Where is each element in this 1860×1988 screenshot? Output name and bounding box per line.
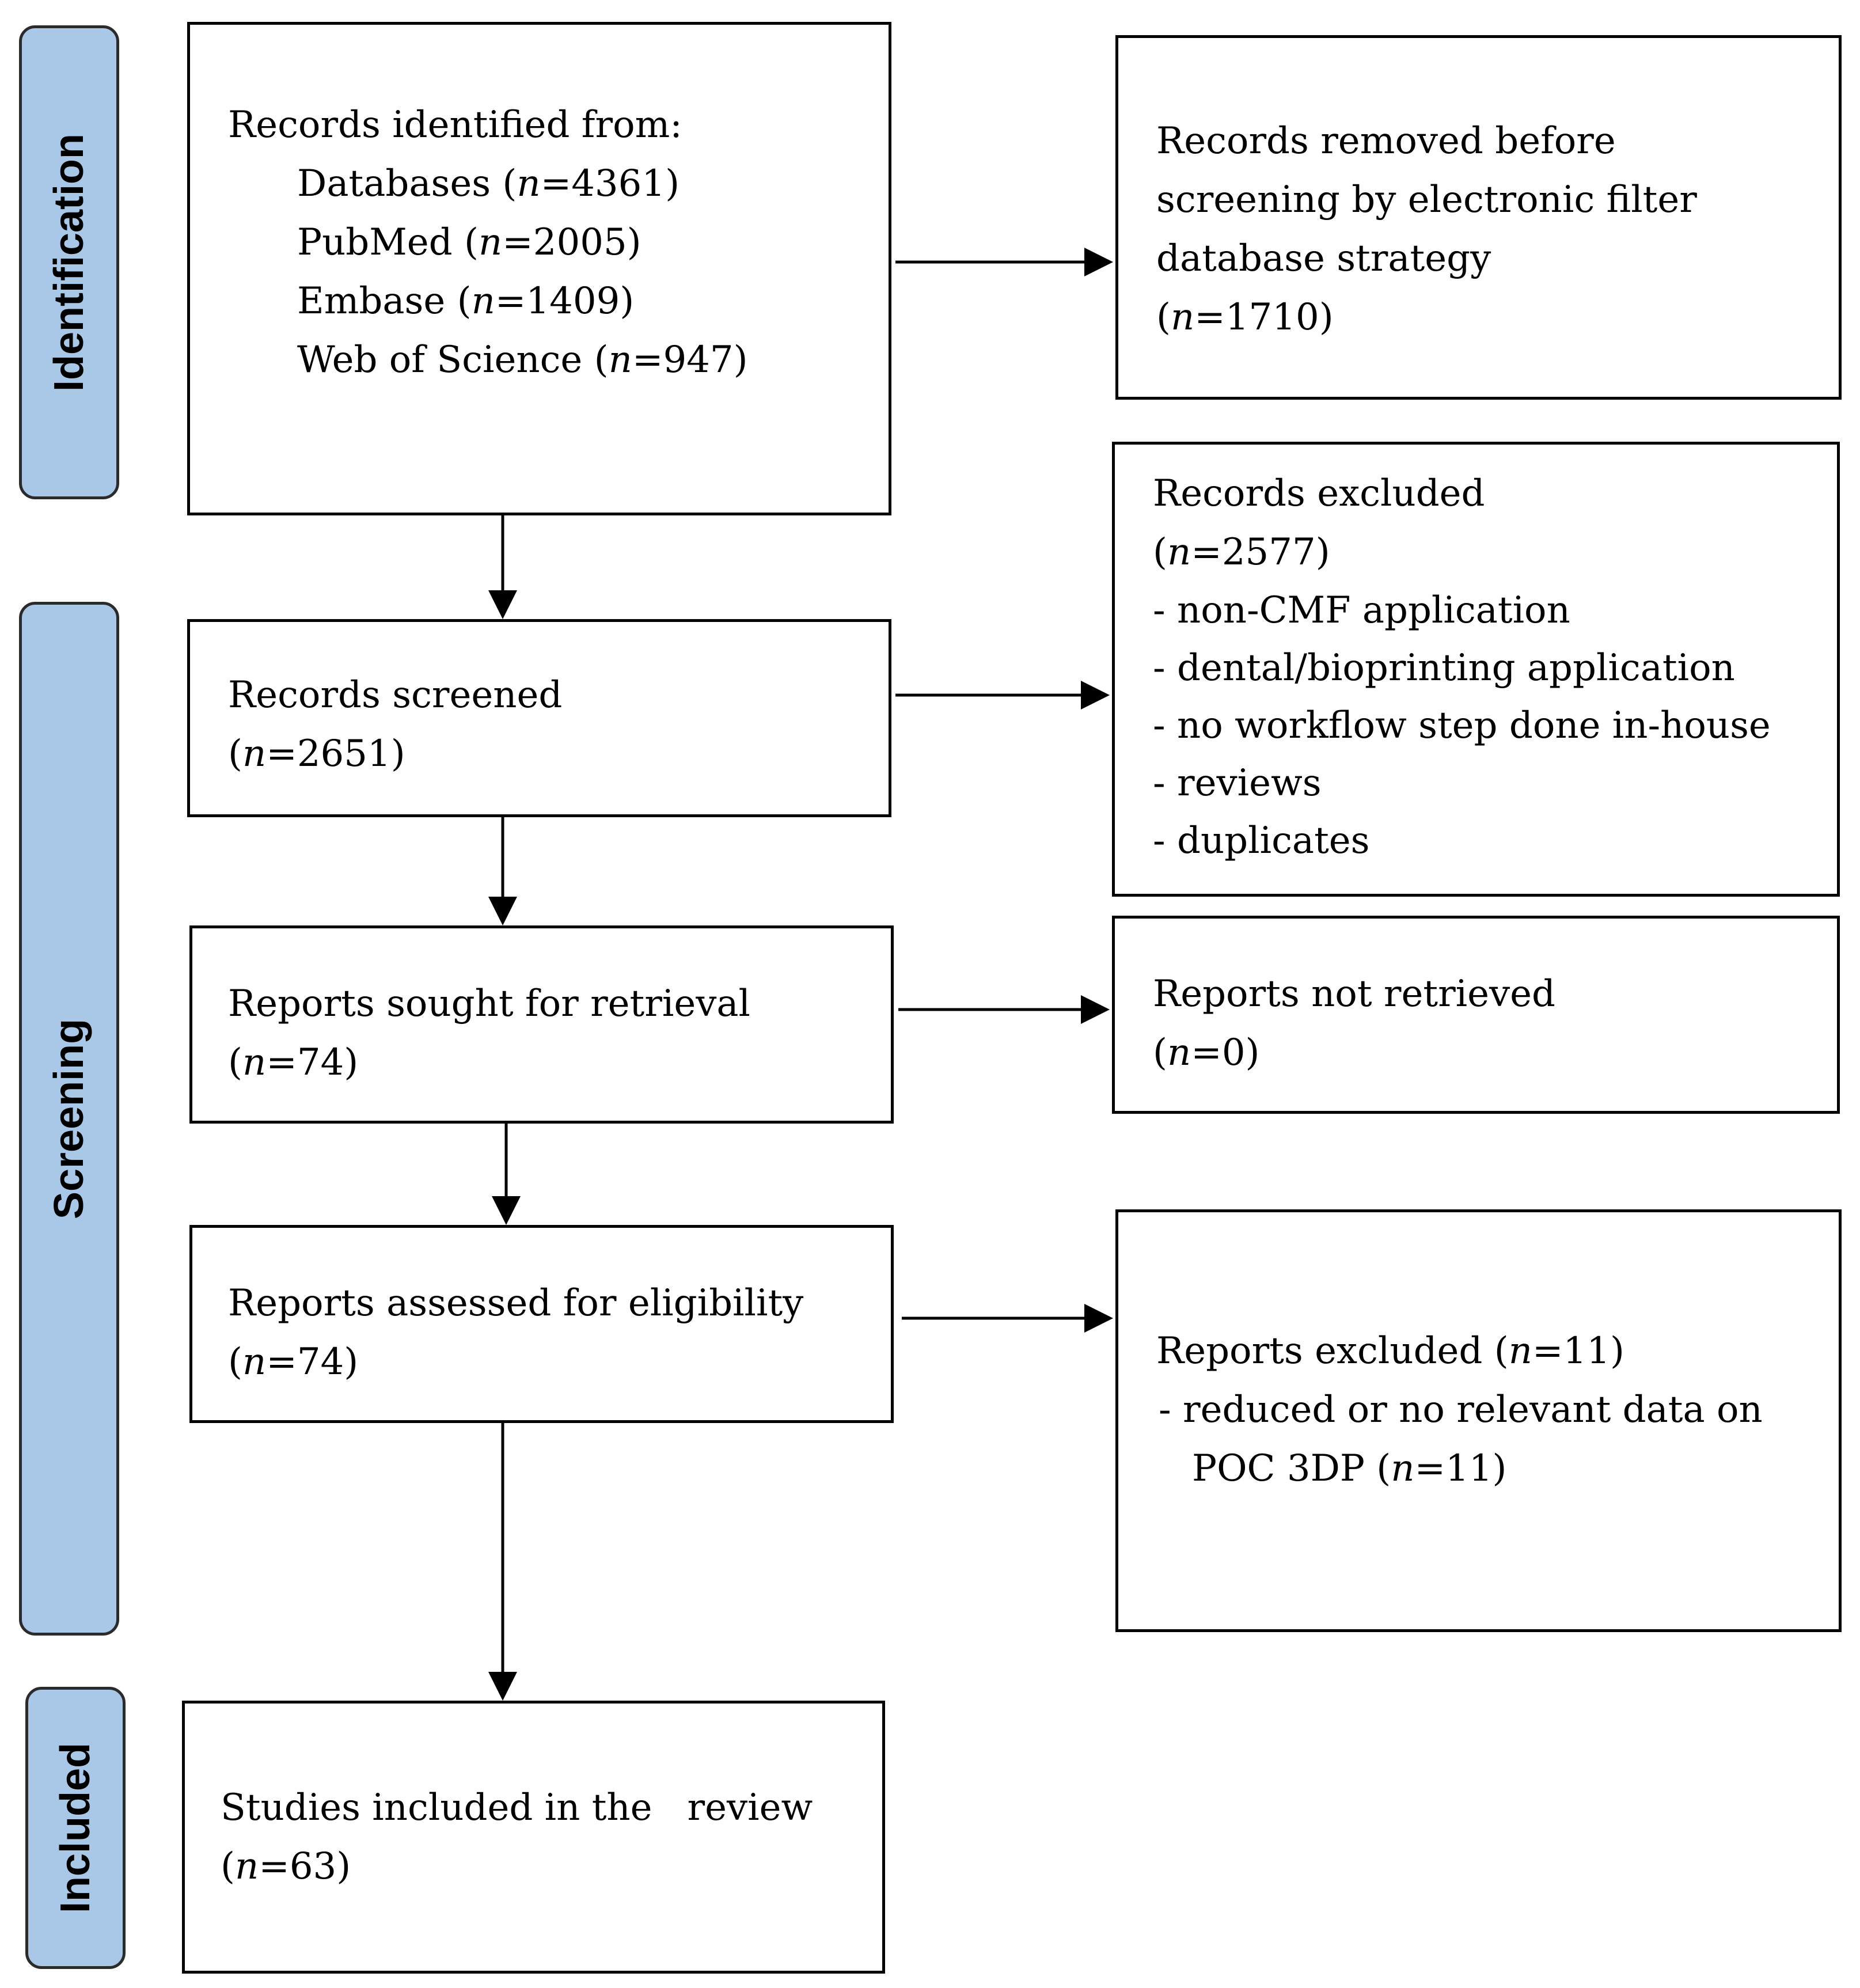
records-excluded-count: (n=2577) [1153,531,1330,574]
reports-not-retrieved-box: Reports not retrieved (n=0) [1112,916,1840,1114]
reports-not-retrieved-heading: Reports not retrieved [1153,973,1555,1015]
reports-excluded-box: Reports excluded (n=11) - reduced or no … [1115,1209,1842,1632]
phase-identification: Identification [19,25,119,499]
reports-assessed-count: (n=74) [228,1341,359,1383]
records-screened-heading: Records screened [228,674,563,716]
reports-not-retrieved-count: (n=0) [1153,1031,1260,1074]
reports-sought-heading: Reports sought for retrieval [228,982,750,1025]
exclusion-reason: - reviews [1153,762,1322,805]
reports-assessed-box: Reports assessed for eligibility (n=74) [189,1225,894,1423]
phase-included: Included [25,1687,126,1969]
studies-included-heading: Studies included in the review [221,1786,813,1829]
reports-assessed-heading: Reports assessed for eligibility [228,1282,804,1325]
source-embase: Embase (n=1409) [297,280,635,323]
records-removed-line-3: database strategy [1156,237,1491,280]
records-identified-heading: Records identified from: [228,104,682,146]
exclusion-reason: - non-CMF application [1153,589,1570,632]
reports-sought-box: Reports sought for retrieval (n=74) [189,925,894,1124]
records-screened-box: Records screened (n=2651) [187,619,891,817]
records-excluded-heading: Records excluded [1153,472,1485,515]
records-removed-line-2: screening by electronic filter [1156,179,1697,221]
exclusion-reason: - no workflow step done in-house [1153,704,1771,747]
records-identified-box: Records identified from: Databases (n=43… [187,22,891,515]
records-removed-box: Records removed before screening by elec… [1115,35,1842,400]
exclusion-reason: - dental/bioprinting application [1153,647,1735,689]
reports-excluded-heading: Reports excluded (n=11) [1156,1330,1624,1372]
phase-screening: Screening [19,602,119,1636]
source-pubmed: PubMed (n=2005) [297,221,641,264]
reports-excluded-reason-continued: POC 3DP (n=11) [1192,1447,1507,1490]
records-removed-line-1: Records removed before [1156,120,1616,162]
reports-excluded-reason: - reduced or no relevant data on [1159,1388,1763,1431]
records-screened-count: (n=2651) [228,733,405,775]
source-web-of-science: Web of Science (n=947) [297,339,748,381]
studies-included-count: (n=63) [221,1845,351,1888]
source-databases: Databases (n=4361) [297,162,680,205]
records-excluded-box: Records excluded (n=2577) - non-CMF appl… [1112,442,1840,897]
studies-included-box: Studies included in the review (n=63) [182,1701,885,1974]
records-removed-count: (n=1710) [1156,296,1334,339]
reports-sought-count: (n=74) [228,1041,359,1084]
exclusion-reason: - duplicates [1153,820,1370,862]
